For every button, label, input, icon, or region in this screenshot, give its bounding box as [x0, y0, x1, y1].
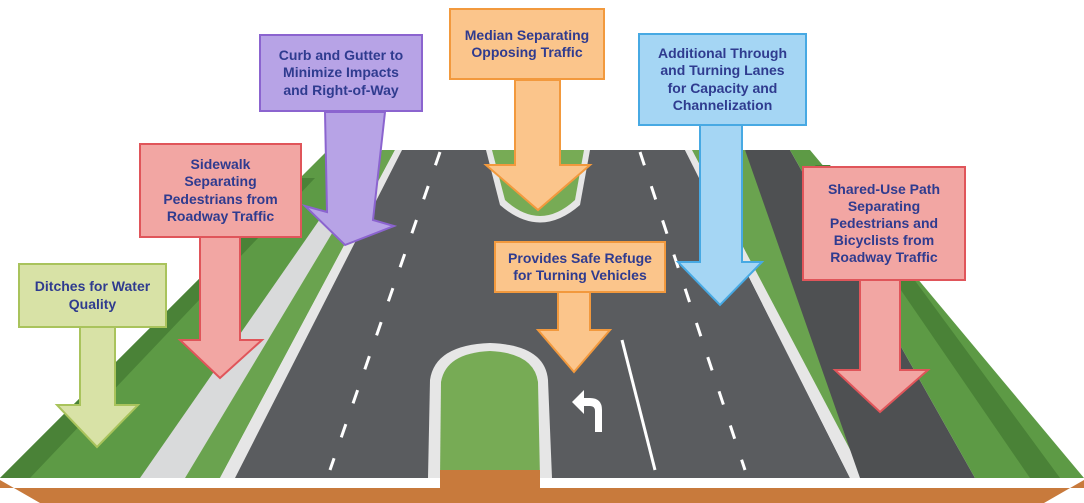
lanes-callout: Additional Through and Turning Lanes for… [638, 33, 807, 126]
sidewalk-arrow [177, 229, 265, 380]
turn-lane-line [620, 339, 657, 471]
ditches-callout: Ditches for Water Quality [18, 263, 167, 328]
sidewalk [140, 150, 382, 478]
lower-median-grass [440, 351, 540, 478]
sidewalk-callout: Sidewalk Separating Pedestrians from Roa… [139, 143, 302, 238]
ditches-arrow [54, 324, 141, 449]
curb-arrow [301, 111, 398, 247]
lower-median-soil [440, 470, 540, 488]
lanes-arrow [675, 124, 765, 307]
roadway [235, 150, 850, 478]
median-callout: Median Separating Opposing Traffic [449, 8, 605, 80]
path-callout: Shared-Use Path Separating Pedestrians a… [802, 166, 966, 281]
refuge-arrow [535, 289, 613, 374]
turn-left-arrow-icon [572, 390, 602, 432]
median-arrow [483, 79, 593, 212]
refuge-callout: Provides Safe Refuge for Turning Vehicle… [494, 241, 666, 293]
path-arrow [832, 279, 931, 414]
curb-callout: Curb and Gutter to Minimize Impacts and … [259, 34, 423, 112]
soil-base [0, 480, 1084, 503]
